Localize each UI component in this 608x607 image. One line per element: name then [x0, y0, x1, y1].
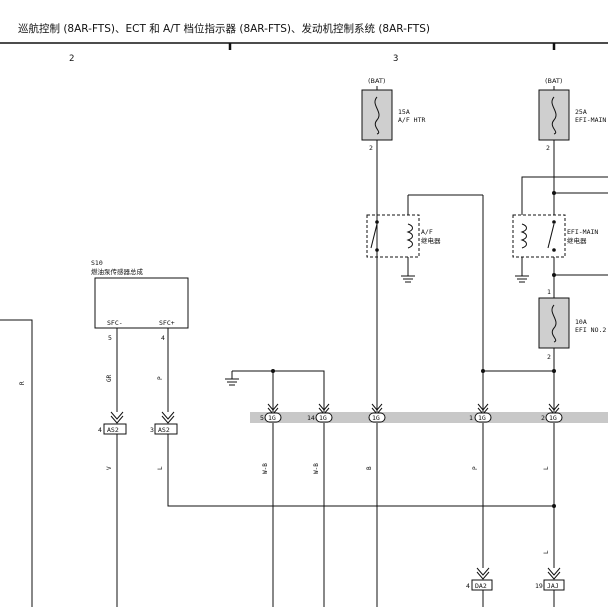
junction-1g-pin: 2	[541, 414, 545, 422]
fuse-15a	[361, 89, 393, 141]
fuse-25a	[538, 89, 570, 141]
wire-color-wb: W-B	[313, 463, 320, 474]
junction-dot	[552, 369, 556, 373]
junction-bar	[250, 412, 608, 423]
sensor-pin-left: 5	[108, 334, 112, 342]
junction-dot	[271, 369, 275, 373]
junction-1g-pill	[264, 412, 282, 423]
relay-af-contact-icon	[375, 220, 379, 224]
relay-efi-main-switch-icon	[547, 223, 555, 249]
sensor-code: S10	[91, 259, 103, 267]
connector-arrow-icon	[476, 567, 490, 580]
junction-dot	[552, 191, 556, 195]
connector-da2-name: DA2	[475, 582, 487, 590]
wire-ground-bus	[232, 370, 325, 412]
connector-as2-b	[154, 423, 178, 435]
fuse-25a-name: EFI-MAIN	[575, 116, 606, 124]
relay-af	[366, 214, 420, 258]
relay-efi-main-contact-icon	[552, 220, 556, 224]
junction-1g-pin: 5	[260, 414, 264, 422]
wire-l-tie	[167, 434, 554, 507]
wire-color-p: P	[157, 376, 164, 380]
wire-color-b: B	[366, 466, 373, 470]
connector-arrow-icon	[161, 411, 175, 424]
wire-color-l: L	[157, 466, 164, 470]
wire-color-p: P	[472, 466, 479, 470]
sensor-pin-left-label: SFC-	[107, 319, 123, 327]
wire-color-gr: GR	[106, 374, 113, 382]
fuse-25a-pin: 2	[546, 144, 550, 152]
fuse-25a-rating: 25A	[575, 108, 587, 116]
fuse-15a-pin: 2	[369, 144, 373, 152]
connector-da2	[471, 579, 493, 591]
connector-jaj-pin: 19	[535, 582, 543, 590]
connector-as2-b-pin: 3	[150, 426, 154, 434]
fuse-10a-rating: 10A	[575, 318, 587, 326]
relay-efi-main-contact-icon	[552, 248, 556, 252]
wire-color-wb: W-B	[262, 463, 269, 474]
fuse-10a-element-icon	[551, 304, 557, 343]
junction-1g-name: 1G	[478, 414, 486, 422]
wire-color-r: R	[19, 381, 26, 385]
relay-af-sub: 继电器	[421, 236, 441, 245]
junction-1g-pin: 14	[307, 414, 315, 422]
fuse-15a-rating: 15A	[398, 108, 410, 116]
junction-1g-pill	[545, 412, 563, 423]
relay-af-switch-icon	[370, 223, 378, 249]
fuse-25a-element-icon	[551, 96, 557, 135]
fuse-25a-source: (BAT)	[545, 77, 562, 85]
junction-1g-pill	[474, 412, 492, 423]
connector-da2-pin: 4	[466, 582, 470, 590]
relay-efi-main-name: EFI-MAIN	[567, 228, 598, 236]
connector-jaj-name: JAJ	[547, 582, 559, 590]
sensor-pin-right: 4	[161, 334, 165, 342]
junction-1g-name: 1G	[549, 414, 557, 422]
connector-as2-b-name: AS2	[158, 426, 170, 434]
wire-color-l: L	[543, 466, 550, 470]
junction-dot	[552, 273, 556, 277]
relay-af-coil-icon	[406, 223, 413, 249]
wire-color-l: L	[543, 550, 550, 554]
relay-efi-main	[512, 214, 566, 258]
junction-1g-pill	[368, 412, 386, 423]
wire-r	[0, 319, 33, 607]
junction-1g-pin: 1	[469, 414, 473, 422]
connector-arrow-icon	[110, 411, 124, 424]
connector-as2-a	[103, 423, 127, 435]
junction-dot	[481, 369, 485, 373]
fuse-10a-pin-top: 1	[547, 288, 551, 296]
wire-color-v: V	[106, 466, 113, 470]
sensor-s10	[94, 277, 189, 329]
column-label-2: 2	[69, 54, 74, 64]
junction-1g-pill	[315, 412, 333, 423]
diagram-title: 巡航控制 (8AR-FTS)、ECT 和 A/T 档位指示器 (8AR-FTS)…	[18, 22, 430, 35]
relay-af-contact-icon	[375, 248, 379, 252]
relay-efi-main-sub: 继电器	[567, 236, 587, 245]
fuse-10a-name: EFI NO.2	[575, 326, 606, 334]
sensor-name: 燃油泵传感器总成	[91, 267, 144, 276]
relay-efi-main-coil-icon	[520, 223, 527, 249]
junction-1g-name: 1G	[319, 414, 327, 422]
connector-as2-a-pin: 4	[98, 426, 102, 434]
connector-as2-a-name: AS2	[107, 426, 119, 434]
sensor-pin-right-label: SFC+	[159, 319, 175, 327]
wire-efi-main-relay-top	[521, 176, 608, 215]
fuse-15a-source: (BAT)	[368, 77, 385, 85]
junction-1g-name: 1G	[268, 414, 276, 422]
fuse-15a-element-icon	[374, 96, 380, 135]
column-label-3: 3	[393, 54, 398, 64]
connector-arrow-icon	[547, 567, 561, 580]
fuse-10a	[538, 297, 570, 349]
fuse-10a-pin-bottom: 2	[547, 353, 551, 361]
junction-1g-name: 1G	[372, 414, 380, 422]
fuse-15a-name: A/F HTR	[398, 116, 425, 124]
relay-af-name: A/F	[421, 228, 433, 236]
